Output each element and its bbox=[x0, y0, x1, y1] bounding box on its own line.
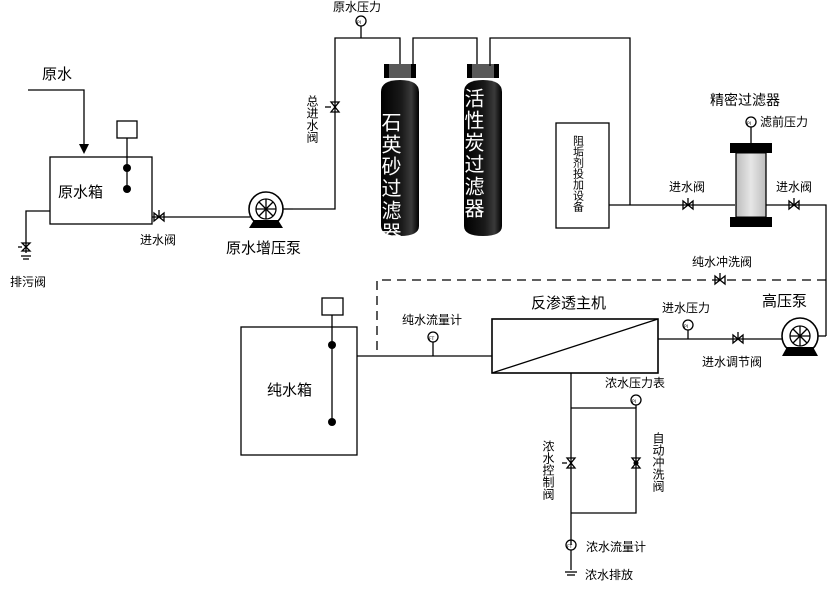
flush-valve-icon[interactable] bbox=[714, 273, 726, 286]
raw-tank-level-switch-box bbox=[116, 120, 138, 139]
concentrate-pressure-gauge-icon bbox=[630, 394, 642, 406]
inlet-pressure-gauge-mark: PI bbox=[684, 324, 688, 330]
pure-tank-float-upper bbox=[328, 341, 336, 349]
pure-tank-level-switch-box bbox=[321, 297, 344, 316]
concentrate-gauge-mark: PI bbox=[632, 399, 636, 405]
ro-membrane-housing bbox=[491, 318, 659, 374]
pre-filter-pressure-gauge-icon bbox=[745, 116, 757, 128]
raw-water-pressure-label: 原水压力 bbox=[333, 0, 381, 14]
carbon-filter-tank bbox=[464, 64, 502, 236]
ro-membrane-divider bbox=[491, 318, 659, 374]
pure-flowmeter-mark: FT bbox=[429, 336, 435, 342]
raw-pressure-gauge-icon bbox=[355, 15, 367, 27]
inlet-pressure-label: 进水压力 bbox=[662, 301, 710, 315]
pre-filter-gauge-mark: PI bbox=[747, 121, 751, 127]
pure-flowmeter-icon bbox=[427, 331, 439, 343]
antiscalant-device-box bbox=[555, 122, 610, 229]
precision-filter-vessel bbox=[730, 143, 772, 227]
main-inlet-valve-icon[interactable] bbox=[325, 101, 341, 113]
carbon-filter-label: 活性炭过滤器 bbox=[461, 88, 485, 220]
raw-pressure-gauge-mark: PI bbox=[357, 20, 361, 26]
pure-water-flush-line bbox=[376, 279, 826, 356]
sand-filter-label: 石英砂过滤器 bbox=[378, 112, 402, 244]
ro-unit-label: 反渗透主机 bbox=[531, 294, 606, 312]
pure-water-tank bbox=[240, 326, 358, 456]
drain-pipe bbox=[25, 210, 50, 253]
high-pressure-pump-icon bbox=[781, 317, 826, 356]
precision-filter-outlet-pipe bbox=[766, 204, 827, 280]
inlet-valve-mid-label: 进水阀 bbox=[669, 180, 705, 194]
concentrate-control-valve-icon[interactable] bbox=[562, 457, 577, 469]
raw-water-label: 原水 bbox=[42, 65, 72, 83]
pump-to-sand-filter-pipe bbox=[293, 37, 401, 210]
flush-valve-label: 纯水冲洗阀 bbox=[692, 254, 752, 269]
concentrate-discharge-label: 浓水排放 bbox=[585, 567, 633, 582]
auto-flush-bypass-pipe bbox=[571, 407, 637, 514]
drain-valve-label: 排污阀 bbox=[10, 275, 46, 289]
raw-tank-float-lower bbox=[123, 185, 131, 193]
sand-filter-tank bbox=[381, 64, 419, 236]
carbon-outlet-pipe bbox=[489, 37, 631, 205]
auto-flush-valve-label: 自动冲洗阀 bbox=[651, 432, 665, 493]
raw-water-inlet-pipe bbox=[28, 89, 85, 152]
booster-pump-label: 原水增压泵 bbox=[226, 239, 301, 257]
raw-water-tank bbox=[49, 156, 153, 225]
inlet-valve-left-icon[interactable] bbox=[153, 210, 165, 223]
inlet-valve-mid-icon[interactable] bbox=[682, 198, 694, 211]
inlet-pressure-gauge-icon bbox=[682, 319, 694, 331]
raw-water-tank-label: 原水箱 bbox=[58, 183, 103, 201]
pure-water-tank-label: 纯水箱 bbox=[267, 381, 312, 399]
inlet-regulating-valve-icon[interactable] bbox=[732, 332, 744, 345]
high-pressure-pump-label: 高压泵 bbox=[762, 292, 807, 310]
concentrate-flowmeter-label: 浓水流量计 bbox=[586, 540, 646, 554]
concentrate-pressure-gauge-label: 浓水压力表 bbox=[605, 376, 665, 390]
sand-to-carbon-pipe bbox=[412, 37, 478, 66]
concentrate-control-valve-label: 浓水控制阀 bbox=[541, 440, 555, 501]
booster-pump-icon bbox=[248, 191, 293, 228]
inlet-valve-right-icon[interactable] bbox=[788, 198, 800, 211]
inlet-valve-right-label: 进水阀 bbox=[776, 180, 812, 194]
drain-valve-icon[interactable] bbox=[18, 242, 32, 252]
inlet-valve-left-label: 进水阀 bbox=[140, 233, 176, 247]
antiscalant-device-label: 阻垢剂投加设备 bbox=[572, 135, 585, 213]
precision-filter-label: 精密过滤器 bbox=[710, 92, 780, 109]
raw-water-arrow-icon bbox=[79, 144, 89, 154]
pure-tank-float-lower bbox=[328, 418, 336, 426]
auto-flush-valve-icon[interactable] bbox=[630, 457, 642, 469]
pre-filter-pressure-label: 滤前压力 bbox=[760, 114, 808, 129]
concentrate-flowmeter-mark: FT bbox=[567, 544, 573, 550]
raw-tank-float-upper bbox=[123, 164, 131, 172]
main-inlet-valve-label: 总进水阀 bbox=[305, 95, 319, 144]
inlet-regulating-valve-label: 进水调节阀 bbox=[702, 355, 762, 369]
pure-flowmeter-label: 纯水流量计 bbox=[402, 313, 462, 327]
